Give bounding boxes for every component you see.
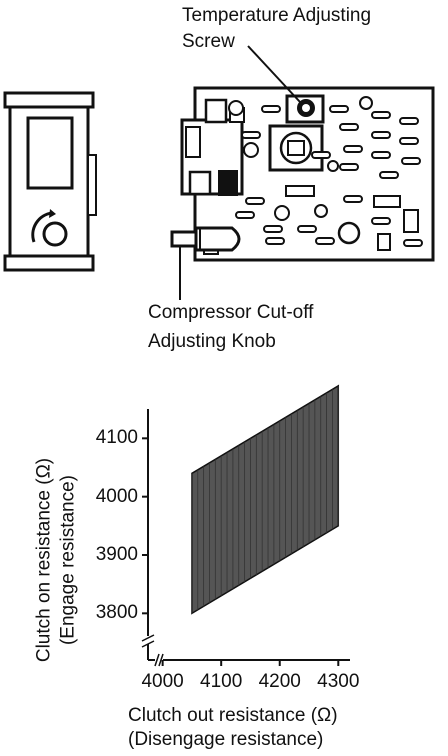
x-axis-title-line1: Clutch out resistance (Ω) xyxy=(128,705,338,726)
y-axis-title-line1: Clutch on resistance (Ω) xyxy=(33,457,55,663)
knob-label-line1: Compressor Cut-off xyxy=(148,302,314,323)
y-tick-label: 3900 xyxy=(95,544,138,565)
circuit-board xyxy=(170,86,435,262)
adjust-dial-icon xyxy=(42,221,68,247)
y-axis-break xyxy=(141,634,155,648)
y-tick-label: 4000 xyxy=(95,485,138,507)
x-axis-title-line2: (Disengage resistance) xyxy=(128,729,324,750)
y-tick-marks xyxy=(142,437,148,615)
y-tick-label: 4100 xyxy=(95,427,138,449)
chart-axes xyxy=(141,409,350,667)
temperature-screw-label-line1: Temperature Adjusting xyxy=(182,5,372,26)
temperature-screw-icon xyxy=(285,94,325,124)
x-tick-label: 4200 xyxy=(258,671,301,692)
knob-label-line2: Adjusting Knob xyxy=(148,331,276,352)
x-axis-break xyxy=(154,653,164,667)
temperature-screw-label-line2: Screw xyxy=(182,31,235,52)
x-tick-label: 4100 xyxy=(200,671,243,692)
x-tick-marks xyxy=(161,660,340,666)
compressor-knob-icon xyxy=(170,226,241,252)
operating-region xyxy=(191,384,340,615)
y-axis-title-line2: (Engage resistance) xyxy=(57,474,79,646)
temperature-screw-leader xyxy=(247,45,301,103)
control-unit-front-view xyxy=(3,91,97,272)
x-tick-label: 4000 xyxy=(141,671,184,692)
y-tick-label: 3800 xyxy=(95,602,138,624)
amplifier-illustration xyxy=(3,45,435,300)
x-tick-label: 4300 xyxy=(317,671,360,692)
region-hatch-pattern xyxy=(191,385,339,614)
